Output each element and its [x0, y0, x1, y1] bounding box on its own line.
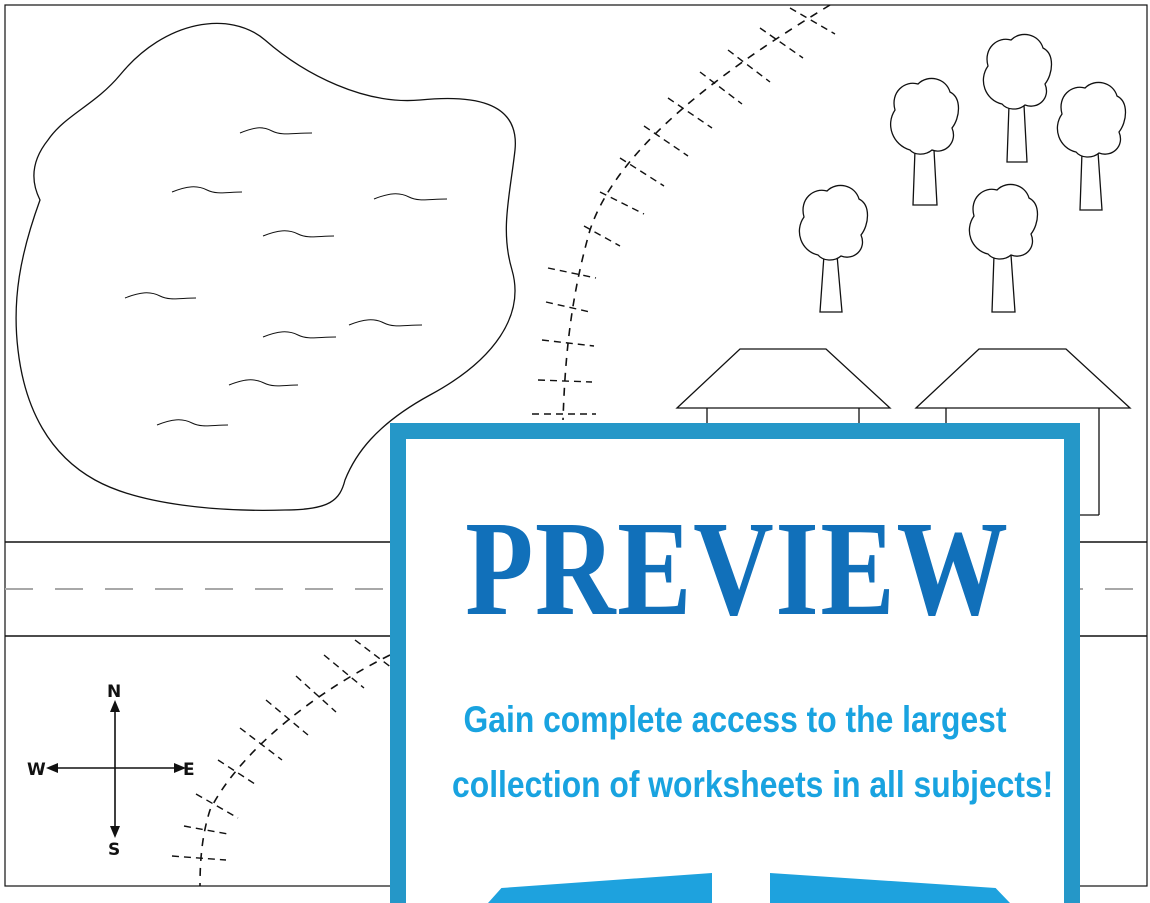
- tree-icon: [890, 77, 960, 206]
- cta-arrow-left[interactable]: [488, 873, 712, 903]
- house-icon: [675, 348, 892, 425]
- tree-icon: [1056, 81, 1127, 211]
- preview-message-line2: collection of worksheets in all subjects…: [452, 764, 1054, 805]
- lake-ripples: [124, 127, 448, 427]
- preview-message-line1: Gain complete access to the largest: [463, 699, 1007, 740]
- cta-arrow-right[interactable]: [770, 873, 1010, 903]
- compass-east-label: E: [183, 760, 195, 780]
- compass-north-label: N: [107, 682, 121, 702]
- compass-west-label: W: [27, 760, 46, 780]
- compass-south-label: S: [108, 840, 120, 860]
- railroad-track-lower: [171, 639, 393, 887]
- tree-icon: [968, 183, 1039, 313]
- preview-overlay: PREVIEW Gain complete access to the larg…: [390, 423, 1080, 903]
- compass-rose: [46, 700, 186, 838]
- tree-icon: [798, 184, 869, 313]
- house-icon: [914, 348, 1132, 516]
- railroad-track-upper: [532, 4, 836, 421]
- tree-icon: [982, 33, 1053, 163]
- preview-title: PREVIEW: [465, 494, 1010, 644]
- lake: [15, 22, 516, 511]
